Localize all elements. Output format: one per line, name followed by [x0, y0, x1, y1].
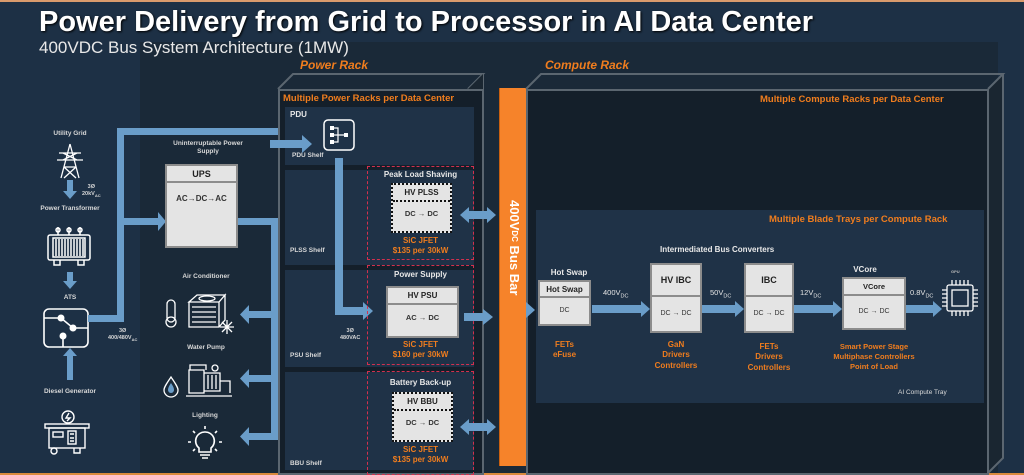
utility-grid-label: Utility Grid — [53, 130, 87, 137]
flow-arrow-0-8v — [906, 301, 942, 317]
transmission-tower-icon — [57, 143, 83, 179]
hv-ibc-function: DC → DC — [660, 309, 692, 317]
flow-arrow-generator-to-ats — [63, 348, 77, 380]
ups-function: AC→DC→AC — [176, 193, 227, 203]
voltage-0-8v-label: 0.8VDC — [910, 288, 934, 300]
bbu-shelf-label: BBU Shelf — [290, 460, 322, 467]
compute-rack-label: Compute Rack — [545, 58, 630, 72]
air-conditioner-label: Air Conditioner — [182, 273, 230, 280]
vcore-caption: VCore — [853, 265, 877, 274]
hot-swap-function: DC — [559, 306, 570, 314]
light-bulb-icon — [188, 426, 222, 459]
ats-label: ATS — [63, 294, 77, 301]
ibc-title: IBC — [746, 265, 792, 297]
air-conditioner-icon — [165, 293, 234, 334]
pdu-shelf — [285, 107, 474, 165]
vcore-title: VCore — [844, 279, 904, 296]
bbu-group-label: Battery Back-up — [389, 378, 452, 387]
page-subtitle: 400VDC Bus System Architecture (1MW) — [39, 38, 349, 57]
hot-swap-caption: Hot Swap — [550, 268, 588, 277]
ai-compute-tray-label: AI Compute Tray — [898, 389, 947, 396]
plss-tech-cost: SiC JFET$135 per 30kW — [392, 236, 449, 256]
water-pump-icon — [163, 364, 232, 398]
hv-bbu-block: HV BBU DC → DC — [392, 392, 453, 442]
400vdc-bus-bar — [499, 88, 526, 466]
hv-psu-title: HV PSU — [388, 288, 457, 305]
power-rack-label: Power Rack — [300, 58, 369, 72]
hv-psu-function: AC → DC — [405, 312, 440, 322]
flow-arrow-50v — [702, 301, 744, 317]
compute-rack-header: Multiple Compute Racks per Data Center — [760, 94, 944, 105]
vcore-block: VCore DC → DC — [842, 277, 906, 330]
psu-output-arrow — [464, 309, 493, 325]
voltage-50v-label: 50VDC — [710, 288, 732, 300]
hv-plss-title: HV PLSS — [393, 185, 450, 202]
bidirectional-arrow-bbu — [460, 419, 496, 435]
bidirectional-arrow-plss — [460, 207, 496, 223]
ats-switch-icon — [43, 308, 89, 348]
hv-plss-function: DC → DC — [404, 208, 439, 218]
pdu-title: PDU — [290, 110, 307, 119]
pdu-distribution-icon — [323, 119, 355, 151]
gpu-label: GPU — [951, 269, 960, 274]
transformer-icon — [47, 227, 91, 266]
vcore-function: DC → DC — [858, 307, 890, 315]
hv-bbu-function: DC → DC — [405, 417, 440, 427]
hot-swap-title: Hot Swap — [540, 282, 589, 298]
hv-ibc-block: HV IBC DC → DC — [650, 263, 702, 333]
flow-arrow-grid-to-transformer — [63, 180, 77, 199]
ups-title: UPS — [167, 166, 236, 183]
bus-bar-label: 400VDC Bus Bar — [507, 200, 522, 296]
ibc-block: IBC DC → DC — [744, 263, 794, 333]
psu-tech-cost: SiC JFET$160 per 30kW — [392, 340, 449, 360]
busbar-to-hotswap-arrow — [526, 302, 535, 318]
ups-caption: Uninterruptable Power Supply — [173, 140, 243, 156]
flow-arrow-400v — [592, 301, 650, 317]
plss-shelf-label: PLSS Shelf — [290, 247, 325, 254]
hv-plss-block: HV PLSS DC → DC — [391, 183, 452, 233]
diesel-generator-icon — [44, 410, 90, 455]
psu-group-label: Power Supply — [394, 270, 447, 279]
ibc-function: DC → DC — [753, 309, 785, 317]
psu-shelf-label: PSU Shelf — [290, 352, 322, 359]
bbu-tech-cost: SiC JFET$135 per 30kW — [392, 445, 449, 465]
ups-output-busline — [238, 218, 278, 446]
diesel-generator-label: Diesel Generator — [43, 388, 97, 395]
water-pump-label: Water Pump — [187, 344, 225, 351]
flow-arrow-12v — [794, 301, 842, 317]
voltage-12v-label: 12VDC — [800, 288, 822, 300]
hv-ibc-title: HV IBC — [652, 265, 700, 297]
tray-header: Multiple Blade Trays per Compute Rack — [769, 214, 948, 225]
pdu-feed-lines — [270, 135, 373, 320]
page-title: Power Delivery from Grid to Processor in… — [39, 6, 814, 38]
ibc-group-label: Intermediated Bus Converters — [660, 245, 775, 254]
power-transformer-label: Power Transformer — [40, 205, 100, 212]
hv-bbu-title: HV BBU — [394, 394, 451, 411]
voltage-400v-label: 400VDC — [603, 288, 629, 300]
ups-block: UPS AC→DC→AC — [165, 164, 238, 248]
gpu-chip-icon — [942, 280, 978, 316]
flow-arrow-transformer-to-ats — [63, 272, 77, 289]
power-rack-header: Multiple Power Racks per Data Center — [283, 93, 455, 104]
ats-output-busline — [88, 128, 282, 322]
pdu-shelf-label: PDU Shelf — [292, 152, 324, 159]
lighting-label: Lighting — [192, 412, 218, 419]
hv-psu-block: HV PSU AC → DC — [386, 286, 459, 338]
compute-rack-3d-frame — [525, 73, 1006, 474]
hot-swap-block: Hot Swap DC — [538, 280, 591, 326]
plss-group-label: Peak Load Shaving — [383, 170, 458, 179]
